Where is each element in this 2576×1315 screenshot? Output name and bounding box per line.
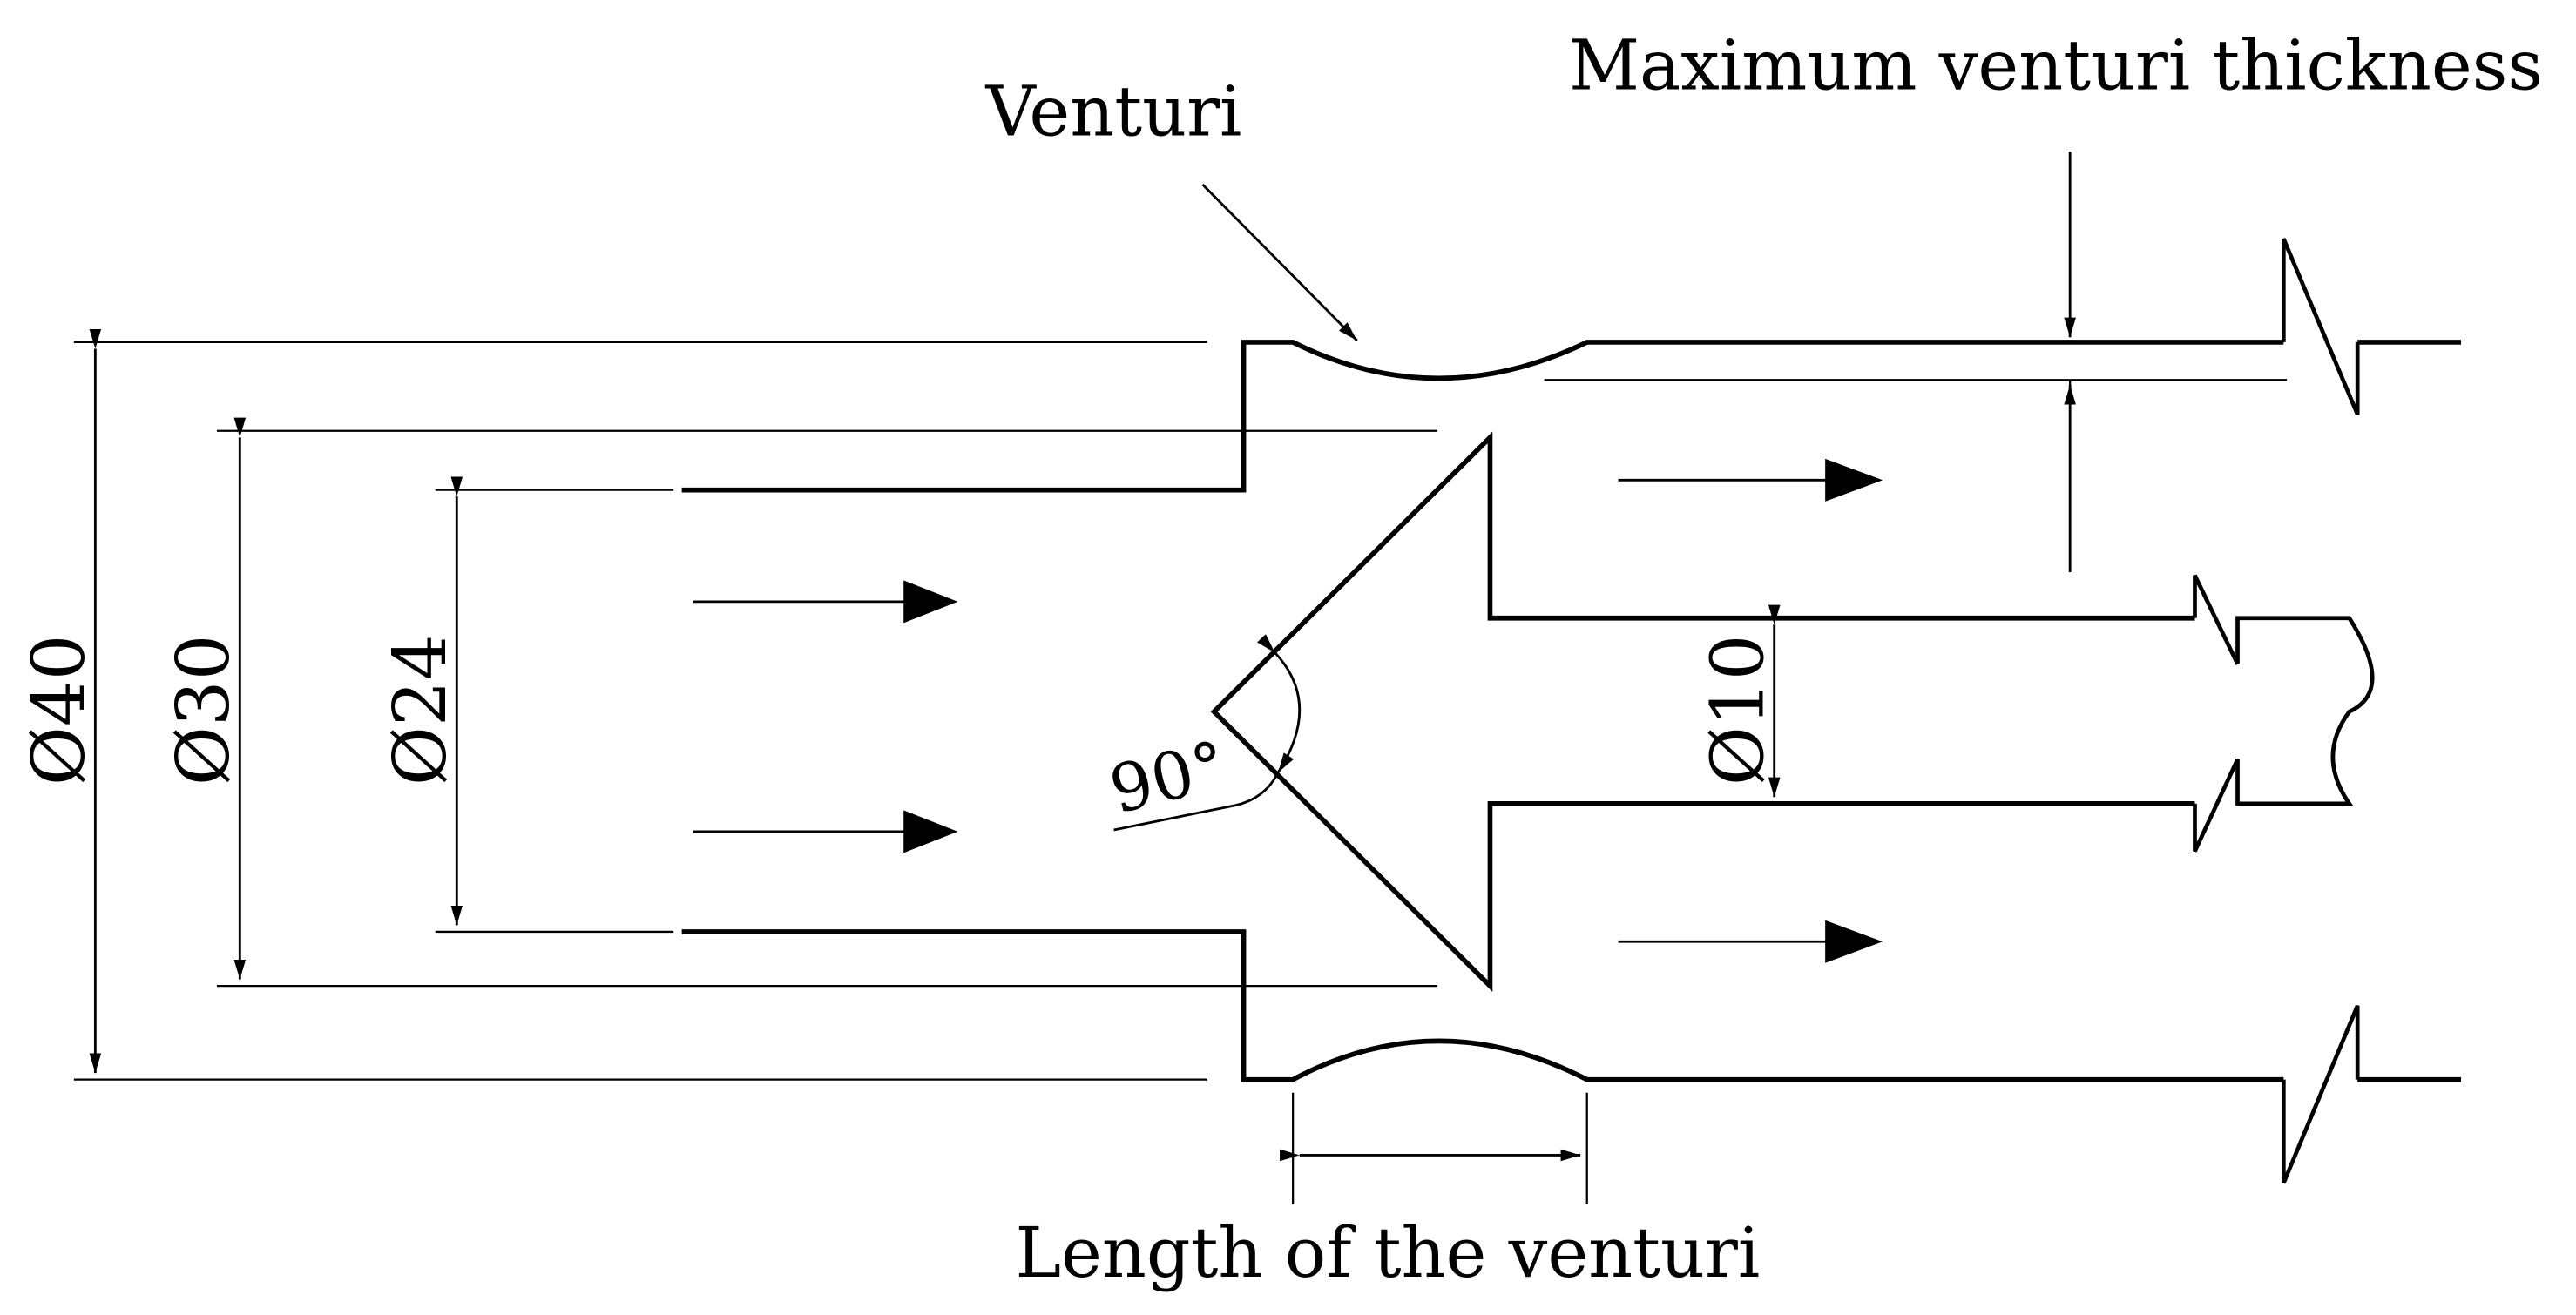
d30-label: Ø30 (161, 634, 246, 786)
upper-wall (681, 238, 2461, 493)
dimension-lines (89, 152, 2076, 1162)
angle-arc (1257, 634, 1302, 773)
d40-label: Ø40 (17, 634, 101, 786)
cone-body (1210, 431, 2375, 992)
flow-arrows (693, 458, 1883, 963)
lower-wall (681, 929, 2461, 1184)
d24-label: Ø24 (378, 634, 463, 786)
d10-label: Ø10 (1696, 634, 1781, 786)
venturi-label: Venturi (985, 71, 1242, 152)
venturi-leader (1201, 183, 1358, 342)
extension-lines (73, 341, 2288, 1204)
angle-label: 90° (1102, 726, 1234, 829)
max-thickness-label: Maximum venturi thickness (1569, 24, 2543, 105)
length-label: Length of the venturi (1015, 1212, 1760, 1293)
angle-leader (1113, 772, 1280, 832)
